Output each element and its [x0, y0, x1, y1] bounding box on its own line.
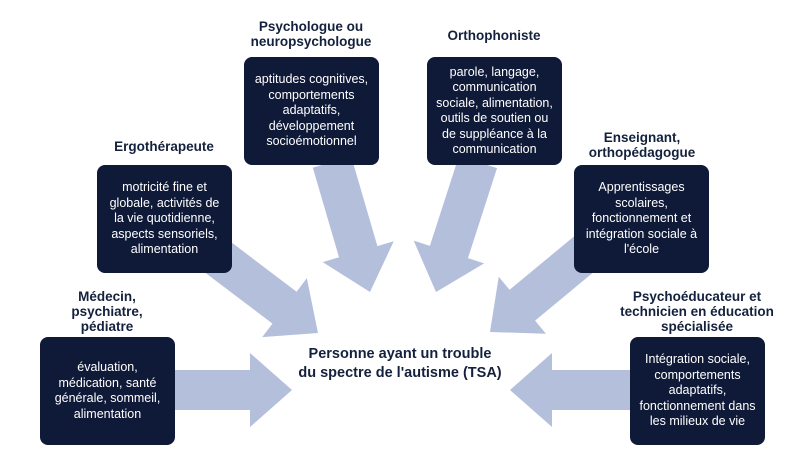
- box-orthophoniste: parole, langage, communication sociale, …: [427, 57, 562, 165]
- box-ergotherapeute: motricité fine et globale, activités de …: [97, 165, 232, 273]
- box-psychoeducateur: Intégration sociale, comportements adapt…: [630, 337, 765, 445]
- box-medecin: évaluation, médication, santé générale, …: [40, 337, 175, 445]
- title-orthophoniste: Orthophoniste: [447, 28, 541, 43]
- title-enseignant: Enseignant, orthopédagogue: [588, 130, 696, 160]
- title-medecin: Médecin, psychiatre, pédiatre: [71, 289, 143, 334]
- center-person-tsa: Personne ayant un trouble du spectre de …: [298, 346, 502, 381]
- arrow-medecin: [170, 353, 292, 427]
- box-enseignant: Apprentissages scolaires, fonctionnement…: [574, 165, 709, 273]
- title-psychologue: Psychologue ou neuropsychologue: [250, 19, 372, 49]
- arrow-psychologue: [312, 156, 394, 292]
- title-psychoeducateur: Psychoéducateur et technicien en éducati…: [620, 289, 774, 334]
- box-psychologue: aptitudes cognitives, comportements adap…: [244, 57, 379, 165]
- title-ergotherapeute: Ergothérapeute: [114, 139, 214, 154]
- arrow-orthophoniste: [413, 155, 498, 292]
- arrow-psychoeducateur: [510, 353, 632, 427]
